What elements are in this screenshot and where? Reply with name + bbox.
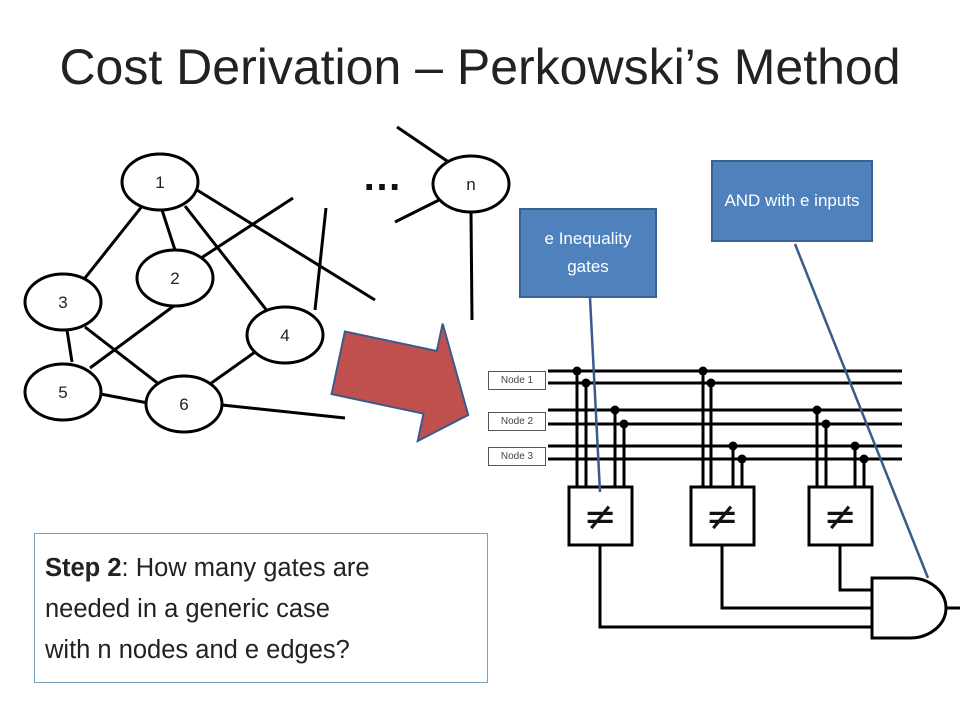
- graph-node-4: [245, 305, 325, 365]
- edge-6-stub: [221, 403, 346, 420]
- edge-1-4: [183, 205, 270, 313]
- slide-title: Cost Derivation – Perkowski’s Method: [59, 39, 901, 95]
- bus-label-node-1: Node 1: [488, 371, 546, 390]
- edge-3-6: [84, 325, 161, 387]
- graph-node-1: [120, 152, 200, 212]
- edge-4-stub: [313, 207, 328, 311]
- bus-lines: [548, 369, 902, 461]
- graph-ellipsis: …: [362, 155, 402, 199]
- transform-arrow: [330, 323, 470, 443]
- edge-1-2: [160, 209, 177, 251]
- callout-and-pointer: [793, 243, 930, 579]
- callout-inequality-gates: e Inequality gates: [519, 208, 657, 298]
- bus-label-node-2: Node 2: [488, 412, 546, 431]
- edge-2-stub: [194, 196, 294, 264]
- gate-2-symbol: ≠: [705, 494, 739, 540]
- edge-1-stub: [196, 188, 376, 302]
- and-gate: [870, 576, 948, 640]
- node-label-5: 5: [58, 383, 67, 402]
- gate-1-symbol: ≠: [583, 494, 617, 540]
- edge-n-stub-c: [469, 211, 474, 321]
- node-label-6: 6: [179, 395, 188, 414]
- edge-n-stub-b: [394, 198, 440, 224]
- edge-1-3: [83, 204, 145, 279]
- callout-inequality-pointer: [588, 297, 602, 493]
- edge-n-stub-a: [396, 125, 451, 165]
- inequality-gate-2: [689, 485, 756, 547]
- junction-dots: [572, 366, 869, 464]
- gate-output-wires: [598, 545, 960, 629]
- graph-node-6: [144, 374, 224, 434]
- graph-node-n: [431, 154, 511, 214]
- gate-3-symbol: ≠: [823, 494, 857, 540]
- gate-input-wires: [575, 371, 866, 488]
- bus-label-node-3: Node 3: [488, 447, 546, 466]
- node-label-1: 1: [155, 173, 164, 192]
- graph-node-3: [23, 272, 103, 332]
- node-label-3: 3: [58, 293, 67, 312]
- graph-node-5: [23, 362, 103, 422]
- node-label-2: 2: [170, 269, 179, 288]
- callout-pointers: [588, 243, 930, 579]
- edge-3-5: [65, 329, 74, 363]
- callout-and-gate: AND with e inputs: [711, 160, 873, 242]
- graph-node-2: [135, 248, 215, 308]
- node-label-n: n: [466, 175, 475, 194]
- edge-2-5: [89, 303, 176, 370]
- node-label-4: 4: [280, 326, 289, 345]
- question-step: Step 2: [45, 554, 122, 582]
